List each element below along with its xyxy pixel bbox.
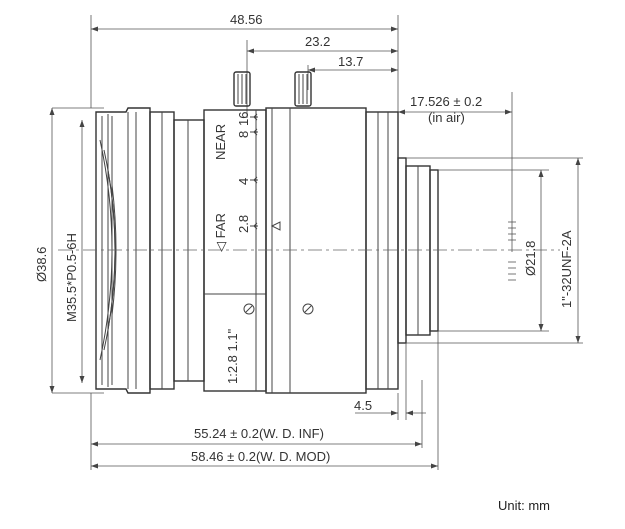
dim-length-mid: 23.2 (305, 34, 330, 49)
focus-scale-ticks (250, 113, 281, 231)
aperture-format-label: 1:2.8 1.1" (225, 328, 240, 384)
dim-filter-thread: M35.5*P0.5-6H (64, 233, 79, 322)
right-dimension-lines (406, 157, 583, 344)
focus-far-label: ◁ FAR (213, 213, 228, 252)
dim-flange-back-note: (in air) (428, 110, 465, 125)
unit-note: Unit: mm (498, 498, 550, 513)
locking-knobs (233, 71, 312, 107)
dim-rear-diameter: Ø21.8 (523, 241, 538, 276)
focus-mark-16: 16 (236, 112, 251, 126)
focus-near-label: NEAR (213, 124, 228, 160)
screw-symbols (243, 303, 314, 315)
dim-mount-thread: 1"-32UNF-2A (559, 230, 574, 308)
top-dimension-lines (90, 15, 399, 118)
left-dimension-lines (49, 107, 104, 394)
dim-overall-length: 48.56 (230, 12, 263, 27)
dim-flange-back: 17.526 ± 0.2 (410, 94, 482, 109)
focus-mark-4: 4 (236, 178, 251, 185)
dim-wd-inf: 55.24 ± 0.2(W. D. INF) (194, 426, 324, 441)
flange-back-lines (398, 92, 513, 252)
dim-rear-protrusion: 4.5 (354, 398, 372, 413)
dim-outer-diameter: Ø38.6 (34, 247, 49, 282)
focus-mark-8: 8 (236, 131, 251, 138)
dim-length-knob: 13.7 (338, 54, 363, 69)
bottom-dimension-lines (90, 331, 439, 470)
dim-wd-mod: 58.46 ± 0.2(W. D. MOD) (191, 449, 330, 464)
focus-mark-2-8: 2.8 (236, 215, 251, 233)
lens-body (95, 107, 439, 394)
